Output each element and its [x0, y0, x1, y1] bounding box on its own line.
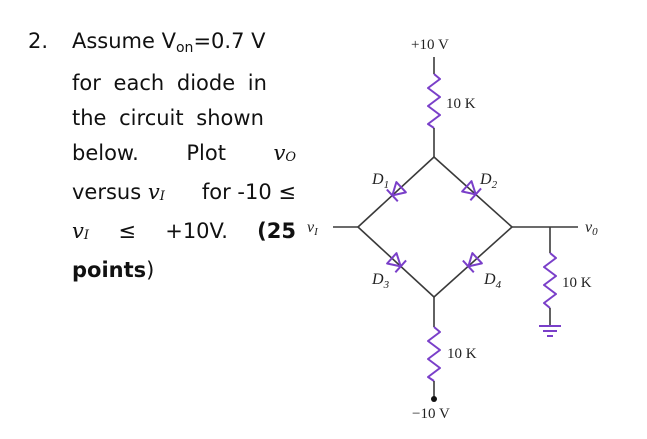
- supply-bottom-label: −10 V: [412, 406, 450, 422]
- input-label: vI: [307, 219, 319, 238]
- problem-line-7: points): [72, 258, 155, 282]
- problem-line-6: vI ≤ +10V. (25: [72, 214, 296, 253]
- resistor-load-label: 10 K: [562, 275, 592, 291]
- problem-line-3: the circuit shown: [72, 106, 264, 130]
- diode-d2-label: D2: [479, 171, 498, 191]
- diode-d4-icon: [462, 252, 483, 273]
- vo-symbol: vO: [273, 141, 296, 165]
- problem-line-1: Assume Von=0.7 V: [72, 29, 266, 56]
- ground-icon: [539, 325, 561, 337]
- diode-d1-icon: [386, 181, 407, 202]
- diode-d4-label: D4: [483, 271, 502, 291]
- diode-d3-icon: [386, 252, 407, 273]
- resistor-bottom-label: 10 K: [447, 346, 477, 362]
- problem-number: 2.: [28, 29, 49, 53]
- problem-line-2: for each diode in: [72, 71, 267, 95]
- diode-d3-label: D3: [371, 271, 390, 291]
- problem-line-5: versus vI for -10 ≤: [72, 180, 296, 204]
- vi-symbol: vI: [147, 180, 165, 204]
- problem-text: Assume Von=0.7 V for each diode in the c…: [72, 24, 296, 288]
- supply-top-label: +10 V: [411, 37, 449, 53]
- terminal-dot: [431, 396, 437, 402]
- resistor-top-icon: [427, 73, 441, 129]
- diode-d2-icon: [461, 180, 482, 201]
- resistor-load-icon: [543, 252, 557, 309]
- problem-line-4: below. Plot vO: [72, 136, 296, 175]
- vi-symbol: vI: [72, 219, 90, 243]
- wire-d3: [357, 226, 435, 298]
- resistor-bottom-icon: [427, 326, 441, 382]
- wire-d2: [433, 156, 513, 228]
- resistor-top-label: 10 K: [446, 96, 476, 112]
- wire-d1: [357, 156, 435, 228]
- output-label: v0: [585, 219, 598, 238]
- wire-d4: [433, 226, 513, 298]
- diode-d1-label: D1: [371, 171, 389, 191]
